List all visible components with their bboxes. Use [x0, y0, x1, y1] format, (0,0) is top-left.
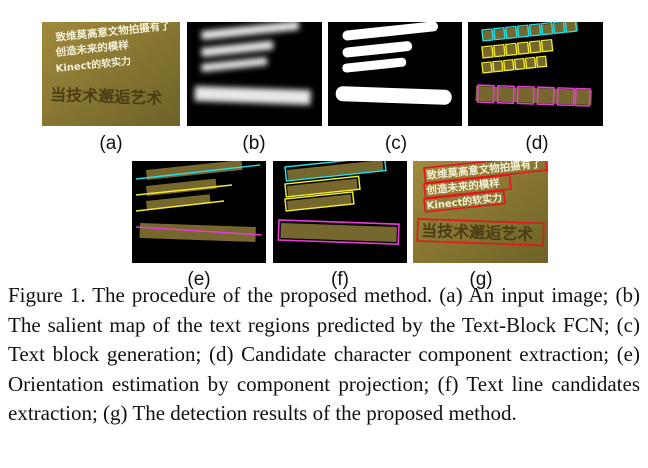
panel-e-orientation-estimation [132, 161, 266, 263]
panel-b-salient-map [187, 22, 322, 126]
panel-c-text-blocks [328, 22, 462, 126]
detected-line-4: 当技术邂逅艺术 [421, 221, 534, 244]
figure-caption: Figure 1. The procedure of the proposed … [8, 283, 640, 425]
panel-a-input-image: 致维莫高意文物拍摄有了 创造未来的模样 Kinect的软实力 当技术邂逅艺术 [42, 22, 180, 126]
panel-label-e: (e) [187, 269, 211, 290]
orientation-lines [132, 161, 266, 263]
panel-label-c: (c) [384, 133, 408, 154]
component-boxes [468, 22, 603, 126]
panel-label-g: (g) [469, 269, 493, 290]
panel-label-f: (f) [331, 269, 349, 290]
text-block-mask [328, 22, 462, 126]
salient-map [187, 22, 322, 126]
panel-label-d: (d) [525, 133, 549, 154]
input-photo: 致维莫高意文物拍摄有了 创造未来的模样 Kinect的软实力 当技术邂逅艺术 [42, 22, 180, 126]
panel-d-character-components [468, 22, 603, 126]
panel-label-a: (a) [99, 133, 123, 154]
text-line-boxes [273, 161, 407, 263]
detection-photo: 致维莫高意文物拍摄有了 创造未来的模样 Kinect的软实力 当技术邂逅艺术 [413, 161, 548, 263]
panel-f-text-line-candidates [273, 161, 407, 263]
panel-label-b: (b) [242, 133, 266, 154]
panel-g-detection-results: 致维莫高意文物拍摄有了 创造未来的模样 Kinect的软实力 当技术邂逅艺术 [413, 161, 548, 263]
text-line-4: 当技术邂逅艺术 [50, 85, 163, 108]
